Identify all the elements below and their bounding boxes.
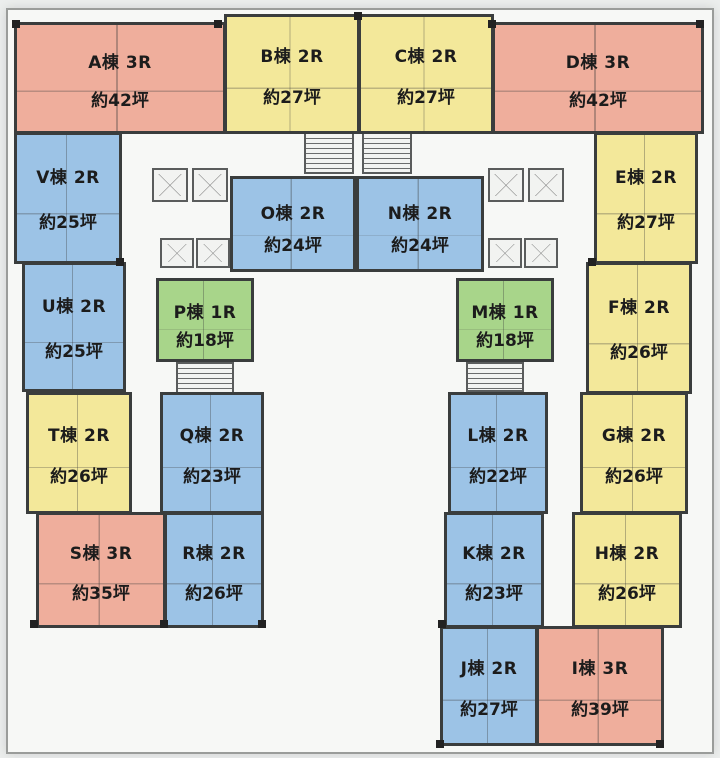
unit-f: F棟 2R 約26坪: [586, 262, 692, 394]
unit-label: O棟 2R: [260, 203, 326, 224]
unit-n: N棟 2R 約24坪: [356, 176, 484, 272]
elevator-shaft: [488, 238, 522, 268]
unit-label: L棟 2R: [467, 425, 529, 446]
unit-d: D棟 3R 約42坪: [492, 22, 704, 134]
unit-area: 約22坪: [469, 467, 527, 488]
unit-q: Q棟 2R 約23坪: [160, 392, 264, 514]
elevator-shaft: [524, 238, 558, 268]
structural-column: [354, 12, 362, 20]
unit-label: J棟 2R: [460, 659, 518, 680]
unit-label: I棟 3R: [571, 659, 629, 680]
unit-label: G棟 2R: [601, 425, 667, 446]
structural-column: [30, 620, 38, 628]
structural-column: [488, 20, 496, 28]
structural-column: [160, 620, 168, 628]
unit-a: A棟 3R 約42坪: [14, 22, 226, 134]
structural-column: [588, 258, 596, 266]
unit-i: I棟 3R 約39坪: [536, 626, 664, 746]
elevator-shaft: [192, 168, 228, 202]
stairwell: [466, 362, 524, 392]
unit-label: M棟 1R: [471, 303, 539, 324]
unit-label: H棟 2R: [594, 544, 660, 565]
unit-area: 約42坪: [569, 91, 627, 112]
unit-h: H棟 2R 約26坪: [572, 512, 682, 628]
elevator-shaft: [152, 168, 188, 202]
unit-area: 約24坪: [391, 236, 449, 257]
unit-g: G棟 2R 約26坪: [580, 392, 688, 514]
unit-label: K棟 2R: [462, 544, 526, 565]
unit-area: 約23坪: [183, 467, 241, 488]
elevator-shaft: [160, 238, 194, 268]
elevator-shaft: [528, 168, 564, 202]
unit-k: K棟 2R 約23坪: [444, 512, 544, 628]
unit-label: C棟 2R: [394, 47, 458, 68]
unit-u: U棟 2R 約25坪: [22, 262, 126, 392]
unit-area: 約39坪: [571, 700, 629, 721]
unit-label: A棟 3R: [88, 53, 152, 74]
unit-label: T棟 2R: [48, 425, 110, 446]
stairwell: [362, 132, 412, 174]
unit-label: V棟 2R: [36, 167, 100, 188]
stairwell: [176, 362, 234, 394]
unit-area: 約25坪: [45, 341, 103, 362]
unit-area: 約26坪: [610, 343, 668, 364]
structural-column: [214, 20, 222, 28]
structural-column: [258, 620, 266, 628]
unit-area: 約27坪: [397, 88, 455, 109]
unit-p: P棟 1R 約18坪: [156, 278, 254, 362]
elevator-shaft: [196, 238, 230, 268]
unit-label: N棟 2R: [387, 203, 453, 224]
structural-column: [12, 20, 20, 28]
structural-column: [438, 620, 446, 628]
structural-column: [116, 258, 124, 266]
unit-j: J棟 2R 約27坪: [440, 626, 538, 746]
stairwell: [304, 132, 354, 174]
unit-c: C棟 2R 約27坪: [358, 14, 494, 134]
unit-label: P棟 1R: [173, 303, 237, 324]
unit-area: 約26坪: [598, 583, 656, 604]
unit-area: 約26坪: [185, 583, 243, 604]
unit-area: 約18坪: [476, 331, 534, 352]
unit-l: L棟 2R 約22坪: [448, 392, 548, 514]
unit-t: T棟 2R 約26坪: [26, 392, 132, 514]
unit-s: S棟 3R 約35坪: [36, 512, 166, 628]
unit-area: 約35坪: [72, 583, 130, 604]
unit-label: R棟 2R: [182, 544, 246, 565]
unit-r: R棟 2R 約26坪: [164, 512, 264, 628]
unit-label: B棟 2R: [260, 47, 324, 68]
unit-area: 約25坪: [39, 213, 97, 234]
unit-label: Q棟 2R: [179, 425, 245, 446]
unit-label: F棟 2R: [608, 297, 670, 318]
unit-label: E棟 2R: [615, 167, 677, 188]
elevator-shaft: [488, 168, 524, 202]
unit-label: U棟 2R: [41, 297, 107, 318]
unit-area: 約23坪: [465, 583, 523, 604]
unit-area: 約27坪: [460, 700, 518, 721]
structural-column: [696, 20, 704, 28]
unit-area: 約27坪: [263, 88, 321, 109]
structural-column: [436, 740, 444, 748]
unit-m: M棟 1R 約18坪: [456, 278, 554, 362]
unit-area: 約26坪: [50, 467, 108, 488]
unit-area: 約18坪: [176, 331, 234, 352]
unit-v: V棟 2R 約25坪: [14, 132, 122, 264]
unit-b: B棟 2R 約27坪: [224, 14, 360, 134]
unit-area: 約24坪: [264, 236, 322, 257]
unit-area: 約42坪: [91, 91, 149, 112]
unit-label: S棟 3R: [69, 544, 133, 565]
unit-area: 約26坪: [605, 467, 663, 488]
unit-area: 約27坪: [617, 213, 675, 234]
unit-o: O棟 2R 約24坪: [230, 176, 356, 272]
unit-label: D棟 3R: [565, 53, 631, 74]
structural-column: [656, 740, 664, 748]
unit-e: E棟 2R 約27坪: [594, 132, 698, 264]
